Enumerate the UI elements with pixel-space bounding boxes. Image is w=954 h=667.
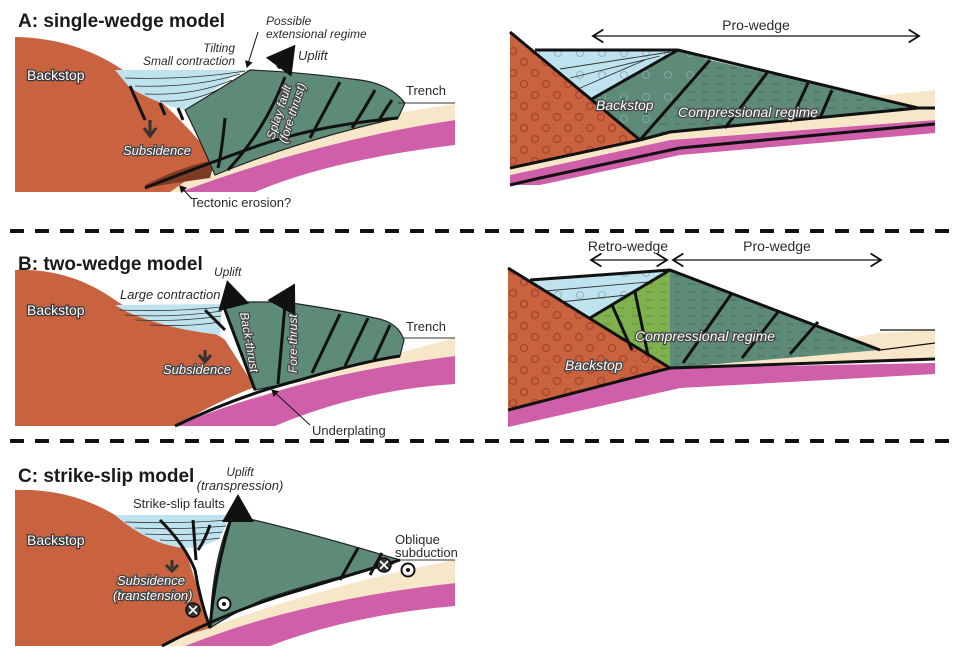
transtension-label: (transtension) — [113, 588, 192, 603]
subsidence-label: Subsidence — [117, 573, 185, 588]
panel-b-title: B: two-wedge model — [18, 254, 203, 275]
forearc-basin — [115, 304, 222, 335]
subsidence-arrow-icon — [197, 350, 213, 365]
schematic-backstop-label: Backstop — [565, 357, 623, 373]
backstop-body — [15, 489, 210, 646]
backstop-body — [15, 37, 215, 192]
uplift-label: Uplift — [226, 465, 254, 479]
small-contraction-label: Small contraction — [143, 54, 235, 68]
sediment-layer — [162, 560, 455, 646]
uplift-arrow-icon — [265, 44, 296, 77]
into-page-symbol — [376, 557, 392, 573]
possible-label: Possible — [266, 14, 312, 28]
sediment-layer — [250, 338, 455, 400]
out-of-page-symbol — [400, 562, 416, 578]
pointer-arrow-icon — [271, 389, 311, 426]
panel-a-cross-section: A: single-wedge model Backstop Possible … — [15, 11, 455, 210]
subduction-label: subduction — [395, 545, 458, 560]
subsidence-label: Subsidence — [123, 143, 191, 158]
accretionary-wedge — [209, 514, 402, 630]
into-page-symbol — [185, 602, 201, 618]
accretionary-wedge — [184, 69, 406, 176]
schematic-backstop-label: Backstop — [596, 97, 654, 113]
slab-layer — [180, 120, 455, 192]
panel-a-title: A: single-wedge model — [18, 11, 225, 32]
strike-slip-faults-label: Strike-slip faults — [133, 496, 225, 511]
pro-wedge-label: Pro-wedge — [722, 17, 790, 33]
backstop-label: Backstop — [27, 67, 85, 83]
slab-layer — [508, 363, 935, 427]
compressional-regime-label: Compressional regime — [635, 328, 775, 344]
tectonic-erosion-label: Tectonic erosion? — [190, 195, 291, 210]
subsidence-arrow-icon — [142, 120, 158, 139]
panel-c-title: C: strike-slip model — [18, 466, 194, 487]
underplating-label: Underplating — [312, 423, 386, 438]
slab-layer — [175, 356, 455, 426]
pointer-arrow-icon — [179, 185, 193, 200]
backstop-body — [15, 269, 255, 426]
backstop-label: Backstop — [27, 302, 85, 318]
uplift-label: Uplift — [298, 48, 329, 63]
compressional-regime-label: Compressional regime — [678, 104, 818, 120]
uplift-arrow-icon — [218, 280, 250, 312]
transpression-label: (transpression) — [197, 478, 284, 493]
sediment-layer — [510, 108, 935, 175]
panel-b-schematic: Retro-wedge Pro-wedge Backstop Compressi… — [507, 238, 936, 427]
panel-b-cross-section: B: two-wedge model Backstop Uplift Large… — [15, 254, 455, 438]
extensional-regime-label: extensional regime — [266, 27, 367, 41]
uplift-arrow-icon — [267, 283, 296, 316]
panel-c-cross-section: C: strike-slip model Backstop Uplift (tr… — [15, 465, 458, 648]
pointer-arrow-icon — [244, 31, 259, 68]
tilting-label: Tilting — [203, 41, 235, 55]
pro-wedge-label: Pro-wedge — [743, 238, 811, 254]
uplift-label: Uplift — [214, 265, 242, 279]
oblique-label: Oblique — [395, 532, 440, 547]
fore-thrust-label: Fore-thrust — [286, 314, 300, 373]
large-contraction-label: Large contraction — [120, 287, 220, 302]
out-of-page-symbol — [216, 596, 232, 612]
backstop-label: Backstop — [27, 532, 85, 548]
slab-layer — [510, 120, 935, 185]
trench-label: Trench — [406, 319, 446, 334]
slab-layer — [185, 583, 455, 646]
subsidence-arrow-icon — [164, 560, 180, 574]
subsidence-label: Subsidence — [163, 362, 231, 377]
trench-label: Trench — [406, 83, 446, 98]
panel-a-schematic: Pro-wedge Backstop Compressional regime — [509, 17, 936, 187]
retro-wedge-label: Retro-wedge — [588, 238, 668, 254]
